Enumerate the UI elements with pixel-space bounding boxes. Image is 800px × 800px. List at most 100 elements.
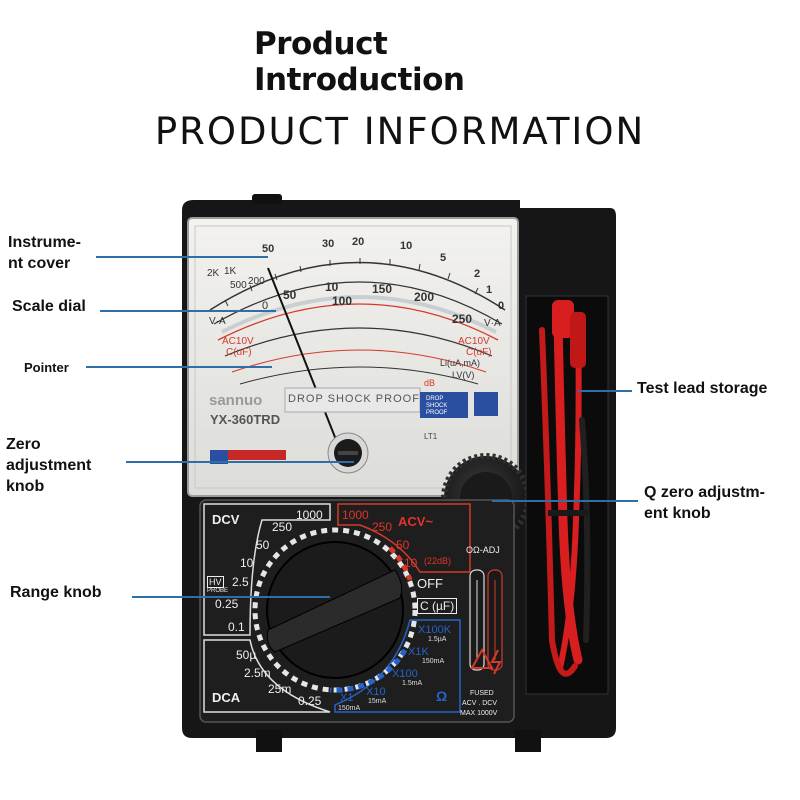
dcv-1000: 1000 bbox=[296, 508, 323, 522]
scale-va-right: V·A bbox=[484, 318, 501, 329]
scale-top-1k: 1K bbox=[224, 266, 237, 277]
ohm-x1k: X1K bbox=[408, 646, 429, 658]
scale-top-10: 10 bbox=[400, 240, 413, 252]
scale-mid-10: 10 bbox=[325, 280, 339, 294]
scale-va-left: V·A bbox=[209, 316, 226, 327]
ohm-x10-current: 15mA bbox=[368, 698, 387, 705]
ohm-x1k-current: 150mA bbox=[422, 658, 445, 665]
callout-zero-adjustment: Zero adjustment knob bbox=[6, 434, 91, 497]
acv-250: 250 bbox=[372, 520, 393, 534]
acv-dcv-label: ACV . DCV bbox=[462, 700, 498, 707]
dca-50u: 50µ bbox=[236, 648, 257, 662]
capacitance-position: C (µF) bbox=[417, 598, 458, 614]
dca-0-25: 0.25 bbox=[298, 694, 322, 708]
callout-ohm-zero-adjustment-line1: Q zero adjustm- bbox=[644, 484, 765, 501]
ohm-x100k-current: 1.5µA bbox=[428, 636, 447, 643]
callout-pointer: Pointer bbox=[24, 360, 69, 375]
callout-ohm-zero-adjustment: Q zero adjustm- ent knob bbox=[644, 482, 765, 524]
dca-2-5m: 2.5m bbox=[244, 666, 271, 680]
drop-shock-badge: DROP SHOCK PROOF bbox=[426, 396, 448, 416]
leader-instrument-cover bbox=[96, 256, 268, 258]
callout-test-lead-storage: Test lead storage bbox=[637, 380, 768, 397]
scale-top-50: 50 bbox=[262, 243, 275, 255]
callout-zero-adjustment-line2: adjustment bbox=[6, 457, 92, 474]
acv-50: 50 bbox=[396, 538, 410, 552]
instrument-cover bbox=[187, 217, 519, 497]
acv-1000: 1000 bbox=[342, 508, 369, 522]
scale-ac10v-right: AC10V bbox=[458, 336, 490, 347]
ohm-x1-current: 150mA bbox=[338, 705, 361, 712]
scale-cuf-left: C(uF) bbox=[226, 347, 252, 358]
callout-range-knob: Range knob bbox=[10, 584, 102, 601]
scale-top-2: 2 bbox=[474, 268, 481, 280]
scale-mid-100: 100 bbox=[332, 294, 353, 308]
leader-pointer bbox=[86, 366, 272, 368]
scale-lv: LV(V) bbox=[452, 370, 475, 380]
acv-22db: (22dB) bbox=[424, 556, 452, 566]
callout-instrument-cover: Instrume- nt cover bbox=[8, 232, 81, 274]
ohm-x100k: X100K bbox=[418, 624, 452, 636]
callout-scale-dial: Scale dial bbox=[12, 298, 86, 315]
acv-10: 10 bbox=[404, 556, 418, 570]
off-position: OFF bbox=[417, 576, 443, 591]
ohm-x1: X1 bbox=[340, 692, 354, 704]
dcv-250: 250 bbox=[272, 520, 293, 534]
dcv-10: 10 bbox=[240, 556, 254, 570]
callout-instrument-cover-line1: Instrume- bbox=[8, 234, 81, 251]
leader-test-lead-storage bbox=[578, 390, 632, 392]
dca-label: DCA bbox=[212, 690, 241, 705]
scale-mid-200: 200 bbox=[414, 290, 435, 304]
scale-dial bbox=[209, 261, 506, 385]
callout-zero-adjustment-line1: Zero bbox=[6, 436, 41, 453]
headline-line2: Introduction bbox=[254, 62, 465, 98]
dcv-0-25: 0.25 bbox=[215, 597, 239, 611]
ohm-adj-label: OΩ-ADJ bbox=[466, 545, 500, 555]
product-information-heading: PRODUCT INFORMATION bbox=[154, 110, 646, 153]
ohm-x100: X100 bbox=[392, 668, 418, 680]
leader-zero-adjustment bbox=[126, 461, 354, 463]
ohm-x10: X10 bbox=[366, 686, 386, 698]
scale-mid-250: 250 bbox=[452, 312, 473, 326]
headline-line1: Product bbox=[254, 26, 388, 62]
hv-label: HV bbox=[207, 576, 224, 588]
scale-mid-50: 50 bbox=[283, 288, 297, 302]
callout-ohm-zero-adjustment-line2: ent knob bbox=[644, 505, 711, 522]
scale-top-1: 1 bbox=[486, 284, 493, 296]
callout-zero-adjustment-line3: knob bbox=[6, 478, 45, 495]
leader-range-knob bbox=[132, 596, 330, 598]
scale-top-200: 200 bbox=[248, 276, 265, 287]
scale-top-5: 5 bbox=[440, 252, 447, 264]
callout-instrument-cover-line2: nt cover bbox=[8, 255, 71, 272]
pointer-needle bbox=[267, 267, 349, 471]
headline: Product Introduction bbox=[254, 26, 465, 98]
ohm-x100-current: 1.5mA bbox=[402, 680, 423, 687]
fused-label: FUSED bbox=[470, 690, 494, 697]
scale-top-0: 0 bbox=[498, 300, 505, 312]
scale-top-20: 20 bbox=[352, 236, 365, 248]
brand-logo: sannuo bbox=[209, 392, 263, 409]
scale-db: dB bbox=[424, 378, 436, 388]
acv-label: ACV~ bbox=[398, 514, 434, 529]
dca-25m: 25m bbox=[268, 682, 292, 696]
ohm-symbol: Ω bbox=[436, 688, 448, 704]
scale-li: Li(uA,mA) bbox=[440, 358, 481, 368]
scale-top-2k: 2K bbox=[207, 268, 220, 279]
scale-top-30: 30 bbox=[322, 238, 335, 250]
max-voltage-label: MAX 1000V bbox=[460, 710, 498, 717]
dcv-2-5: 2.5 bbox=[232, 575, 249, 589]
leader-scale-dial bbox=[100, 310, 276, 312]
model-number: YX-360TRD bbox=[210, 412, 281, 427]
probe-label: PROBE bbox=[207, 588, 229, 594]
scale-top-500: 500 bbox=[230, 280, 247, 291]
scale-mid-150: 150 bbox=[372, 282, 393, 296]
scale-mid-0: 0 bbox=[262, 300, 269, 312]
scale-cuf-right: C(uF) bbox=[466, 347, 492, 358]
dcv-0-1: 0.1 bbox=[228, 620, 245, 634]
dcv-label: DCV bbox=[212, 512, 240, 527]
leader-ohm-zero-adjustment bbox=[492, 500, 638, 502]
dcv-50: 50 bbox=[256, 538, 270, 552]
drop-shock-plate: DROP SHOCK PROOF bbox=[288, 393, 420, 405]
lt1-label: LT1 bbox=[424, 432, 438, 441]
scale-ac10v-left: AC10V bbox=[222, 336, 254, 347]
